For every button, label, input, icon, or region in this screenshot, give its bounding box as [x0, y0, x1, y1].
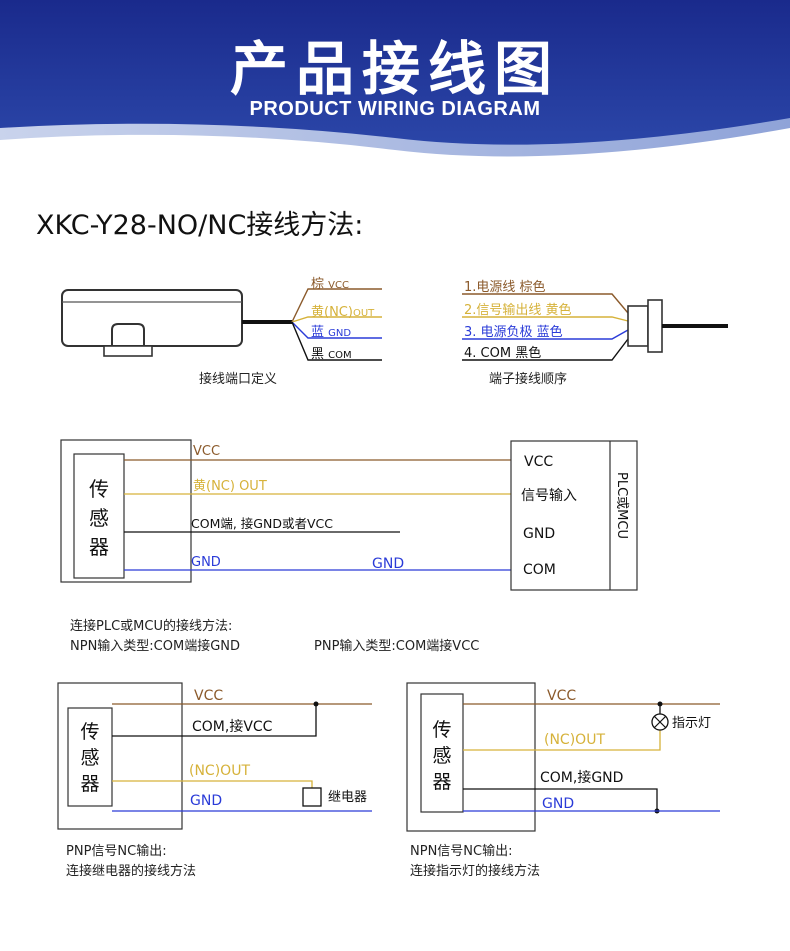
pnp-label-com: COM,接VCC — [192, 718, 273, 735]
note-line-1: 连接PLC或MCU的接线方法: — [70, 618, 232, 634]
wire-label-yellow: 黄(NC)OUT — [311, 305, 375, 320]
wire-yellow — [291, 316, 382, 323]
terminal-plug — [627, 305, 649, 347]
npn-sensor-label-1: 传 — [432, 719, 451, 741]
relay-label: 继电器 — [328, 790, 367, 805]
sensor-label-3: 器 — [89, 535, 109, 559]
pnp-relay-diagram: 传 感 器 VCC COM,接VCC (NC)OUT GND 继电器 PNP信号… — [57, 682, 372, 879]
terminal-wire-3 — [462, 329, 629, 340]
pnp-label-out: (NC)OUT — [189, 763, 250, 779]
sensor-body — [61, 289, 243, 347]
terminal-order: 1.电源线 棕色 2.信号输出线 黄色 3. 电源负极 蓝色 4. COM 黑色… — [462, 279, 728, 387]
sensor-inner-box — [73, 453, 125, 579]
terminal-item-1: 1.电源线 棕色 — [464, 279, 546, 295]
note-npn: NPN输入类型:COM端接GND — [70, 638, 240, 654]
header-banner: 产品接线图 PRODUCT WIRING DIAGRAM — [0, 0, 790, 165]
terminal-item-4: 4. COM 黑色 — [464, 345, 541, 361]
terminal-plug-latch — [647, 299, 663, 353]
connector-definition: 棕 VCC 黄(NC)OUT 蓝 GND 黑 COM 接线端口定义 — [61, 277, 382, 387]
banner-subtitle: PRODUCT WIRING DIAGRAM — [249, 98, 541, 120]
connector-caption: 接线端口定义 — [199, 371, 277, 387]
main-label-com: COM端, 接GND或者VCC — [191, 516, 333, 531]
npn-wire-out — [463, 730, 661, 751]
npn-caption-1: NPN信号NC输出: — [410, 843, 512, 859]
plc-input-gnd: GND — [523, 526, 555, 542]
pnp-sensor-label-3: 器 — [80, 773, 99, 795]
pnp-label-gnd: GND — [190, 793, 222, 809]
pnp-caption-2: 连接继电器的接线方法 — [66, 863, 196, 879]
section-title: XKC-Y28-NO/NC接线方法: — [36, 210, 364, 241]
sensor-connector-foot — [103, 345, 153, 357]
wire-label-black: 黑 COM — [311, 347, 352, 362]
npn-caption-2: 连接指示灯的接线方法 — [410, 863, 540, 879]
note-pnp: PNP输入类型:COM端接VCC — [314, 638, 479, 654]
banner-title: 产品接线图 — [229, 35, 560, 103]
npn-label-out: (NC)OUT — [544, 732, 605, 748]
terminal-wire-2 — [462, 316, 629, 322]
main-label-out: 黄(NC) OUT — [193, 479, 267, 494]
plc-input-vcc: VCC — [524, 454, 553, 470]
sensor-connector-tab — [111, 323, 145, 347]
main-label-gnd-mid: GND — [372, 556, 404, 572]
npn-wire-com — [463, 788, 658, 811]
main-label-vcc: VCC — [193, 444, 220, 459]
npn-label-vcc: VCC — [547, 688, 576, 704]
banner-background — [0, 0, 790, 157]
sensor-label-2: 感 — [89, 506, 109, 530]
plc-input-signal: 信号输入 — [521, 488, 577, 504]
pnp-sensor-inner-box — [67, 707, 113, 807]
pnp-caption-1: PNP信号NC输出: — [66, 843, 167, 859]
wire-brown — [291, 288, 382, 323]
npn-label-com: COM,接GND — [540, 769, 623, 786]
npn-label-gnd: GND — [542, 796, 574, 812]
terminal-item-2: 2.信号输出线 黄色 — [464, 302, 572, 318]
npn-lamp-diagram: 传 感 器 VCC 指示灯 (NC)OUT COM,接GND GND NPN信号… — [406, 682, 720, 879]
main-label-gnd-left: GND — [191, 555, 221, 570]
pnp-sensor-label-2: 感 — [80, 747, 99, 769]
pnp-sensor-label-1: 传 — [80, 721, 99, 743]
plc-input-com: COM — [523, 562, 556, 578]
wire-black — [291, 321, 382, 361]
plc-diagram: 传 感 器 VCC 黄(NC) OUT COM端, 接GND或者VCC GND … — [60, 439, 638, 591]
npn-sensor-label-2: 感 — [432, 745, 451, 767]
pnp-wire-com — [112, 704, 317, 737]
pnp-label-vcc: VCC — [194, 688, 223, 704]
plc-label: PLC或MCU — [614, 472, 629, 539]
pnp-junction — [313, 701, 319, 707]
npn-sensor-label-3: 器 — [432, 771, 451, 793]
indicator-lamp-label: 指示灯 — [672, 716, 711, 731]
wire-label-blue: 蓝 GND — [311, 325, 351, 340]
terminal-wire-1 — [462, 293, 629, 314]
sensor-label-1: 传 — [89, 477, 109, 501]
wire-label-brown: 棕 VCC — [311, 277, 349, 292]
terminal-wire-4 — [462, 338, 629, 361]
indicator-lamp-icon — [651, 713, 669, 731]
plc-box — [510, 440, 638, 591]
terminal-caption: 端子接线顺序 — [489, 371, 567, 387]
relay-symbol — [302, 787, 322, 807]
wire-blue — [291, 321, 382, 339]
npn-sensor-inner-box — [420, 693, 464, 813]
terminal-item-3: 3. 电源负极 蓝色 — [464, 324, 563, 340]
wiring-notes: 连接PLC或MCU的接线方法: NPN输入类型:COM端接GND PNP输入类型… — [70, 618, 479, 654]
